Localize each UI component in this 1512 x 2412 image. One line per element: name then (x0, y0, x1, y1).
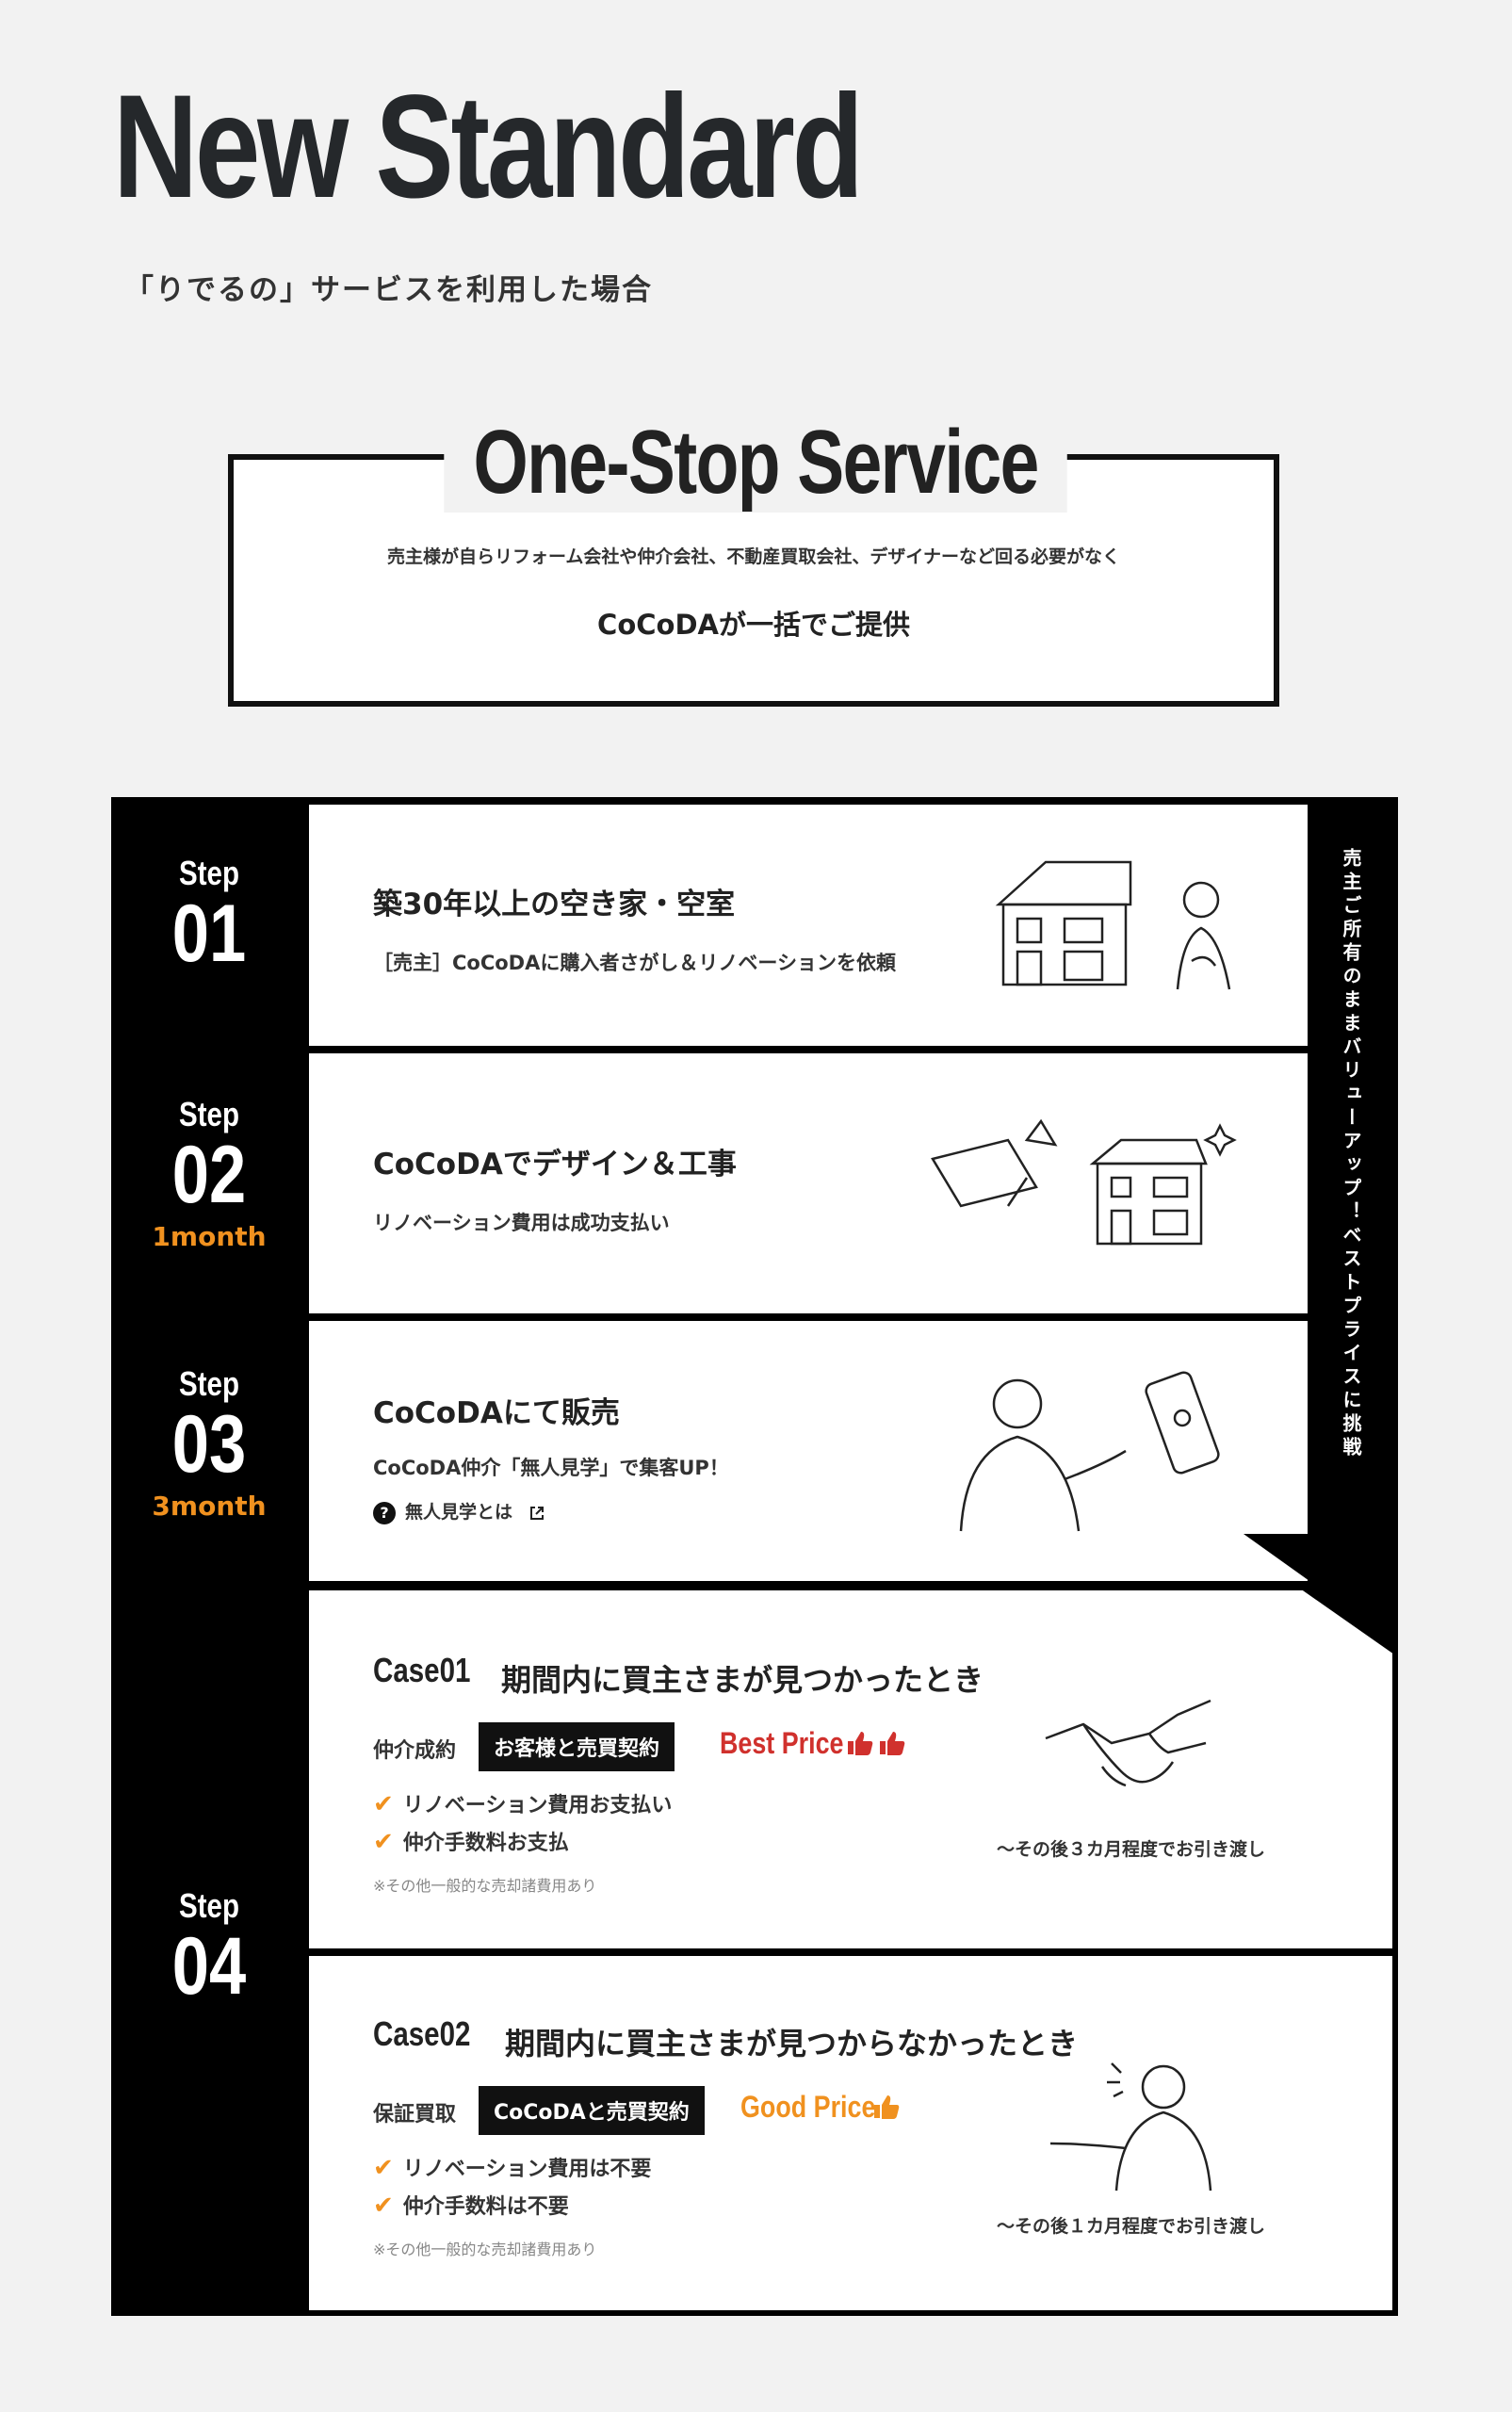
step-02-title: CoCoDAでデザイン＆工事 (373, 1148, 737, 1182)
external-link-icon (529, 1506, 544, 1520)
one-stop-line1: 売主様が自らリフォーム会社や仲介会社、不動産買取会社、デザイナーなど回る必要がな… (386, 546, 1121, 567)
case02-type-label: 保証買取 (373, 2103, 457, 2127)
case01-check-2: ✔ 仲介手数料お支払 (373, 1826, 569, 1856)
case02-contract-tag: CoCoDAと売買契約 (479, 2086, 705, 2135)
case01-check-1: ✔ リノベーション費用お支払い (373, 1788, 672, 1818)
step-label: Step (179, 854, 239, 892)
step-03-marker: Step 03 3month (111, 1364, 307, 1522)
blueprint-house-illustration (931, 1118, 1237, 1246)
one-stop-title-wrap: One-Stop Service (0, 413, 1512, 513)
case01-note: ※その他一般的な売却諸費用あり (373, 1877, 597, 1895)
check-icon: ✔ (373, 1790, 394, 1818)
case02-title: 期間内に買主さまが見つからなかったとき (505, 2026, 1079, 2062)
step-03-panel (309, 1321, 1308, 1581)
case01-title: 期間内に買主さまが見つかったとき (501, 1662, 984, 1698)
step-duration: 1month (152, 1221, 267, 1252)
panel-diagonal (1244, 1534, 1309, 1581)
step-01-panel (309, 805, 1308, 1046)
handshake-illustration (1045, 1699, 1211, 1787)
case01-label: Case01 (373, 1651, 471, 1689)
step-number: 01 (171, 888, 247, 979)
step-02-panel (309, 1053, 1308, 1313)
panel-corner (1300, 1589, 1394, 1654)
good-price-label: Good Price (740, 2090, 876, 2124)
guarantee-man-illustration (1049, 2062, 1212, 2192)
check-icon: ✔ (373, 2154, 394, 2182)
case02-price: Good Price (740, 2090, 902, 2125)
case02-check-2: ✔ 仲介手数料は不要 (373, 2190, 569, 2220)
step-01-title: 築30年以上の空き家・空室 (373, 888, 736, 921)
case02-heading: Case02 (373, 2014, 492, 2054)
step-number: 03 (171, 1399, 247, 1490)
check-icon: ✔ (373, 2192, 394, 2220)
check-label: 仲介手数料は不要 (402, 2195, 569, 2219)
step-01-desc: ［売主］CoCoDAに購入者さがし＆リノベーションを依頼 (373, 952, 896, 974)
check-label: 仲介手数料お支払 (402, 1832, 569, 1855)
case01-handover: 〜その後３カ月程度でお引き渡し (997, 1839, 1266, 1860)
thumbs-up-icon (874, 2095, 900, 2119)
thumbs-up-icon (848, 1732, 905, 1755)
case02-label: Case02 (373, 2014, 471, 2053)
case02-check-1: ✔ リノベーション費用は不要 (373, 2152, 651, 2182)
best-price-label: Best Price (720, 1726, 844, 1760)
subtitle: 「りでるの」サービスを利用した場合 (124, 273, 653, 307)
check-label: リノベーション費用は不要 (402, 2158, 652, 2181)
side-vertical-text: 売主ご所有のままバリューアップ！ベストプライスに挑戦 (1340, 848, 1362, 1460)
step-03-link-label: 無人見学とは (405, 1502, 513, 1523)
headline: New Standard (113, 65, 864, 229)
step-label: Step (179, 1886, 239, 1925)
step-label: Step (179, 1364, 239, 1403)
question-icon: ? (373, 1501, 396, 1524)
house-thinking-illustration (995, 860, 1231, 990)
step-label: Step (179, 1095, 239, 1133)
step-02-marker: Step 02 1month (111, 1095, 307, 1252)
case02-note: ※その他一般的な売却諸費用あり (373, 2241, 597, 2258)
check-label: リノベーション費用お支払い (402, 1794, 673, 1817)
case01-type-label: 仲介成約 (373, 1739, 457, 1763)
salesman-phone-illustration (959, 1371, 1220, 1532)
step-duration: 3month (152, 1491, 267, 1522)
step-03-link[interactable]: ? 無人見学とは (373, 1498, 545, 1524)
case01-heading: Case01 (373, 1651, 492, 1690)
step-number: 04 (171, 1921, 247, 2012)
step-03-desc: CoCoDA仲介「無人見学」で集客UP！ (373, 1457, 729, 1479)
step-number: 02 (171, 1130, 247, 1220)
check-icon: ✔ (373, 1828, 394, 1856)
case01-contract-tag: お客様と売買契約 (479, 1722, 675, 1771)
step-02-desc: リノベーション費用は成功支払い (373, 1212, 670, 1234)
step-01-marker: Step 01 (111, 854, 307, 974)
case01-price: Best Price (720, 1726, 868, 1761)
step-03-title: CoCoDAにて販売 (373, 1396, 620, 1430)
case02-handover: 〜その後１カ月程度でお引き渡し (997, 2216, 1266, 2237)
one-stop-line2: CoCoDAが一括でご提供 (597, 609, 910, 641)
one-stop-title: One-Stop Service (444, 413, 1068, 513)
step-04-marker: Step 04 (111, 1886, 307, 2007)
